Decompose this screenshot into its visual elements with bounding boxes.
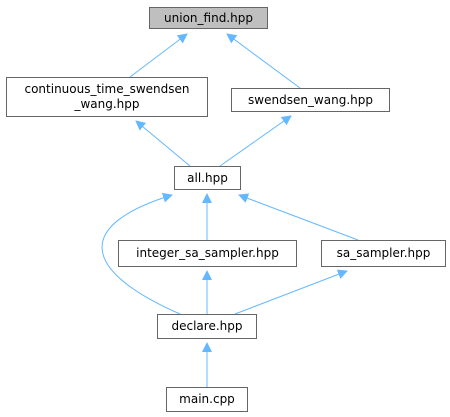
- node-all-label: all.hpp: [187, 170, 228, 185]
- edge-continuous-time-swendsen-wang-to-union-find: [129, 33, 188, 78]
- edge-all-to-continuous-time-swendsen-wang: [135, 120, 191, 167]
- node-union-find-label: union_find.hpp: [164, 10, 253, 25]
- edge-declare-to-all: [101, 192, 181, 315]
- node-continuous-time-swendsen-wang[interactable]: continuous_time_swendsen _wang.hpp: [6, 77, 208, 117]
- edge-sa-sampler-to-all: [238, 193, 359, 241]
- node-union-find[interactable]: union_find.hpp: [149, 7, 268, 29]
- node-sa-sampler[interactable]: sa_sampler.hpp: [321, 240, 446, 267]
- node-swendsen-wang-label: swendsen_wang.hpp: [248, 92, 373, 107]
- node-declare-label: declare.hpp: [171, 319, 243, 333]
- node-swendsen-wang[interactable]: swendsen_wang.hpp: [231, 88, 390, 112]
- node-declare[interactable]: declare.hpp: [157, 314, 257, 339]
- node-continuous-time-swendsen-wang-label: continuous_time_swendsen _wang.hpp: [24, 82, 190, 111]
- node-all[interactable]: all.hpp: [174, 166, 241, 190]
- node-sa-sampler-label: sa_sampler.hpp: [336, 246, 431, 260]
- edge-swendsen-wang-to-union-find: [226, 33, 301, 89]
- node-integer-sa-sampler-label: integer_sa_sampler.hpp: [136, 246, 279, 260]
- node-integer-sa-sampler[interactable]: integer_sa_sampler.hpp: [118, 240, 297, 267]
- node-main[interactable]: main.cpp: [166, 387, 248, 412]
- edge-all-to-swendsen-wang: [219, 115, 292, 167]
- edge-declare-to-sa-sampler: [234, 269, 348, 315]
- node-main-label: main.cpp: [179, 392, 235, 406]
